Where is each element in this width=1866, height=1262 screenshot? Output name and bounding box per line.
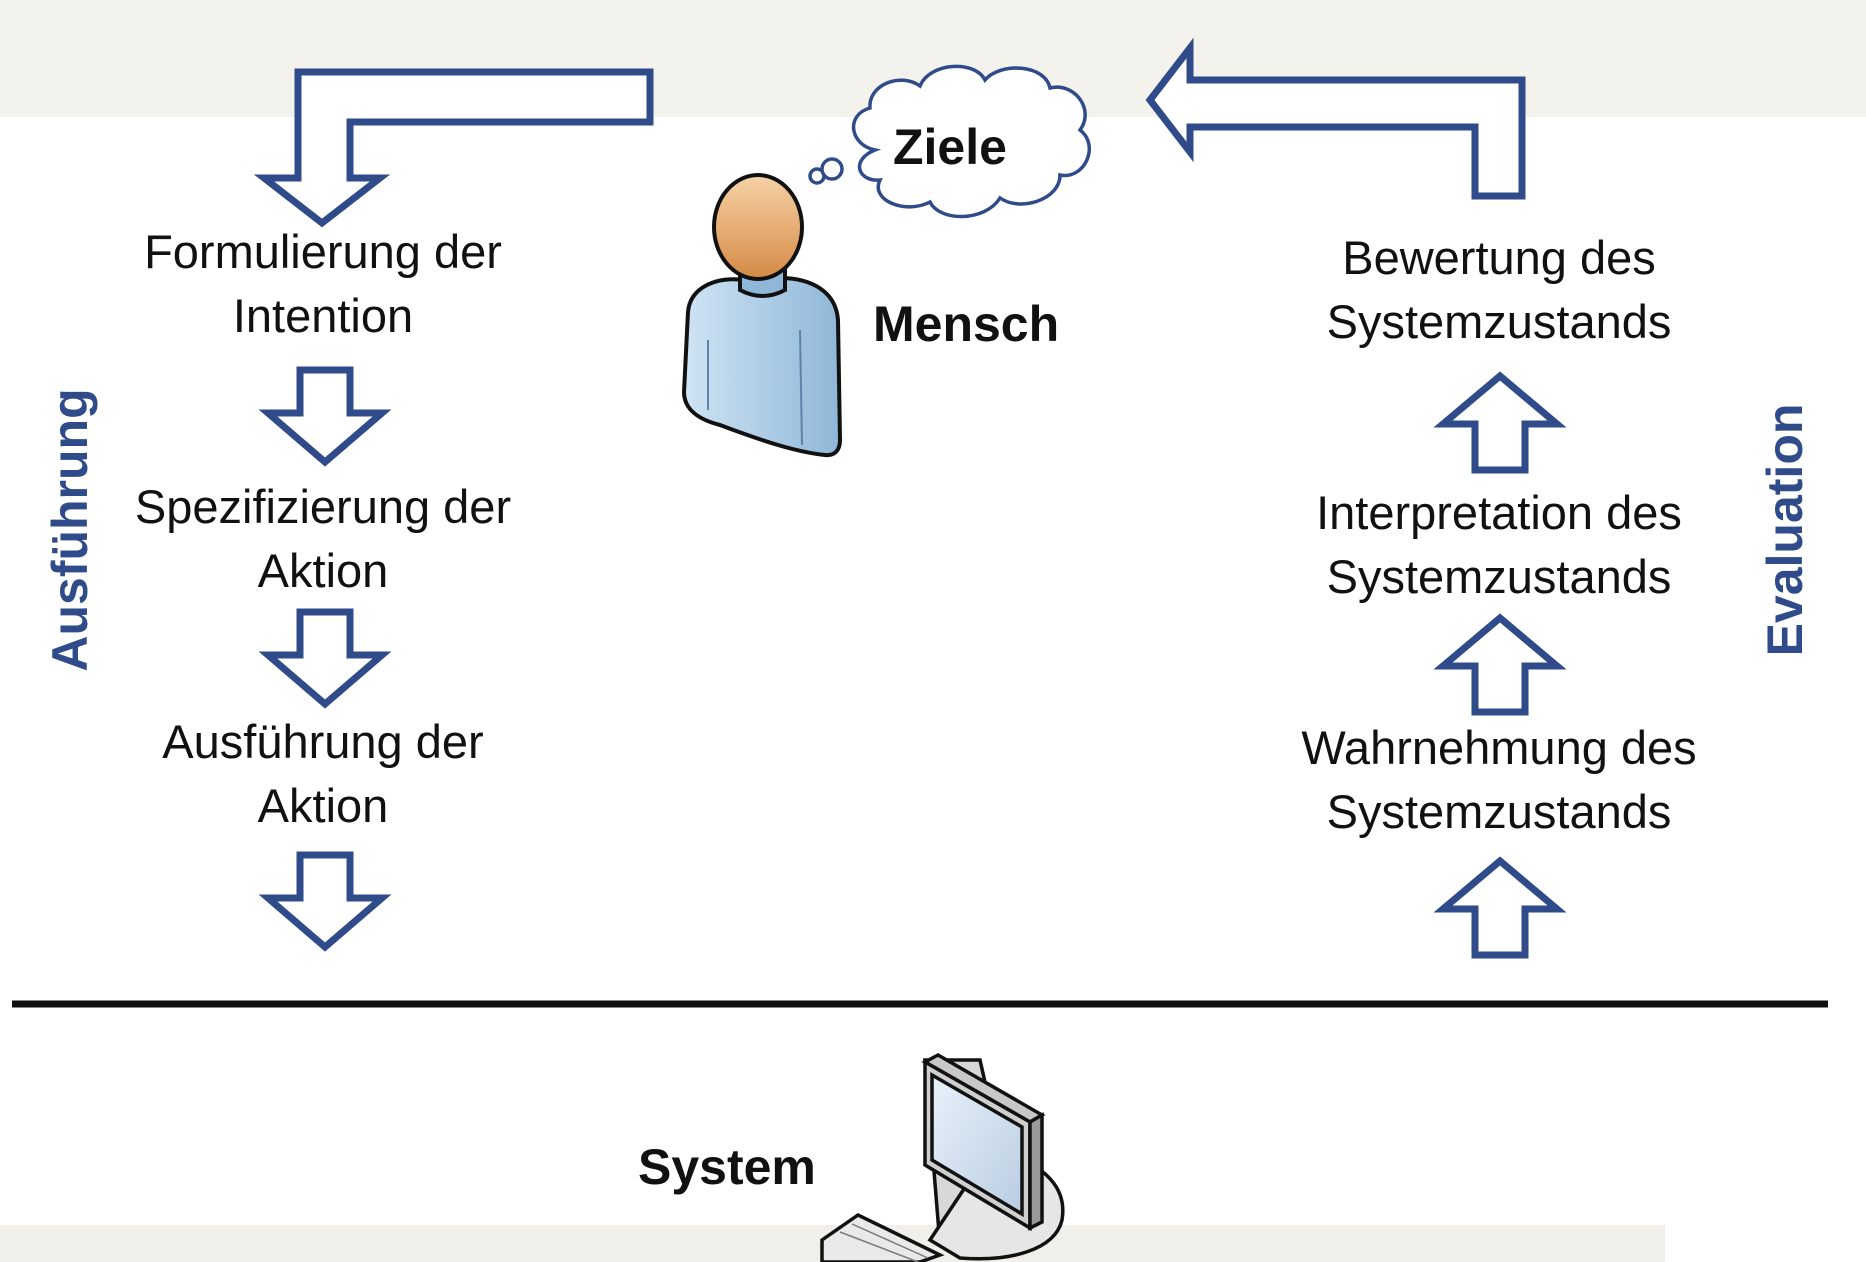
- bent-arrow-down-left: [253, 68, 654, 228]
- step-line-1: Ausführung der: [162, 715, 484, 768]
- step-line-1: Spezifizierung der: [134, 480, 512, 533]
- down-arrow-1: [258, 366, 392, 467]
- computer-icon: [820, 1052, 1065, 1262]
- bent-arrow-up-left: [1145, 37, 1526, 200]
- up-arrow-3: [1433, 856, 1567, 959]
- step-line-2: Intention: [232, 289, 414, 342]
- step-line-2: Systemzustands: [1326, 295, 1672, 348]
- step-line-1: Formulierung der: [144, 225, 502, 278]
- execution-step-specification: Spezifizierung der Aktion: [63, 475, 583, 603]
- person-icon: [681, 173, 843, 458]
- step-line-2: Aktion: [257, 779, 389, 832]
- evaluation-step-interpretation: Interpretation des Systemzustands: [1239, 481, 1759, 609]
- evaluation-side-label: Evaluation: [1757, 403, 1813, 657]
- step-line-1: Bewertung des: [1342, 231, 1656, 284]
- step-line-2: Systemzustands: [1326, 785, 1672, 838]
- evaluation-step-perception: Wahrnehmung des Systemzustands: [1239, 716, 1759, 844]
- system-label: System: [638, 1139, 816, 1195]
- human-label: Mensch: [873, 296, 1060, 352]
- up-arrow-1: [1433, 371, 1567, 474]
- down-arrow-2: [258, 608, 392, 709]
- down-arrow-3: [258, 851, 392, 952]
- evaluation-step-assessment: Bewertung des Systemzustands: [1239, 226, 1759, 354]
- step-line-1: Interpretation des: [1316, 486, 1682, 539]
- execution-side-label: Ausführung: [42, 388, 98, 672]
- step-line-2: Aktion: [257, 544, 389, 597]
- execution-step-formulation: Formulierung der Intention: [63, 220, 583, 348]
- step-line-1: Wahrnehmung des: [1301, 721, 1697, 774]
- execution-step-execution: Ausführung der Aktion: [63, 710, 583, 838]
- up-arrow-2: [1433, 613, 1567, 716]
- step-line-2: Systemzustands: [1326, 550, 1672, 603]
- goals-label: Ziele: [893, 119, 1007, 175]
- thought-cloud-icon: [808, 64, 1091, 219]
